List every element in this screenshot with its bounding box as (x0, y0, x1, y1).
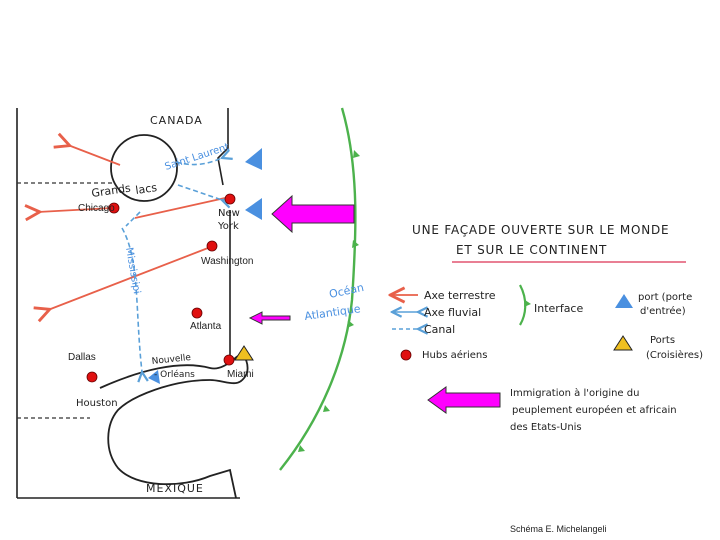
immigration-arrows-map (248, 194, 355, 325)
land-axes (38, 145, 226, 310)
label-ocean-1: Océan (328, 281, 365, 301)
legend-ports-croisieres-1: Ports (650, 335, 675, 346)
title-line-2: ET SUR LE CONTINENT (456, 243, 607, 257)
great-lakes-shape (110, 134, 178, 202)
city-chicago: Chicago (78, 203, 115, 214)
legend-axe-terrestre: Axe terrestre (424, 289, 496, 302)
gulf-coastline (99, 354, 249, 499)
label-canada: CANADA (150, 114, 203, 127)
interface-line (279, 107, 357, 471)
label-new-orleans-2: - Orléans (154, 369, 195, 380)
waterways (121, 158, 222, 372)
credit: Schéma E. Michelangeli (510, 524, 607, 534)
legend-canal: Canal (424, 323, 455, 336)
city-miami: Miami (227, 369, 254, 380)
ports (148, 148, 262, 384)
legend-immigration-2: peuplement européen et africain (512, 404, 677, 416)
legend-port-1: port (porte (638, 292, 692, 303)
label-ocean-2: Atlantique (304, 302, 362, 323)
legend-immigration-1: Immigration à l'origine du (510, 387, 639, 399)
label-mississipi: Mississipi (123, 247, 142, 295)
legend-port-2: d'entrée) (640, 305, 686, 317)
city-dallas: Dallas (68, 352, 96, 363)
hubs (86, 193, 236, 383)
label-houston: Houston (76, 398, 118, 409)
miami-cruise-port (234, 345, 254, 361)
city-washington: Washington (201, 256, 253, 267)
legend-ports-croisieres-2: (Croisières) (646, 349, 703, 361)
label-mexique: MEXIQUE (146, 482, 204, 495)
label-new-york-1: New (218, 208, 240, 219)
label-new-york-2: York (217, 221, 239, 232)
title-line-1: UNE FAÇADE OUVERTE SUR LE MONDE (412, 223, 669, 237)
map-frame (16, 108, 240, 499)
label-new-orleans-1: Nouvelle (151, 353, 192, 367)
legend-interface: Interface (534, 302, 583, 315)
label-lakes-2: lacs (135, 181, 158, 197)
label-lakes-1: Grands (91, 182, 132, 200)
city-atlanta: Atlanta (190, 321, 222, 332)
legend-symbols (392, 284, 633, 414)
legend-hubs: Hubs aériens (422, 349, 487, 361)
legend-axe-fluvial: Axe fluvial (424, 306, 481, 319)
legend-immigration-3: des Etats-Unis (510, 422, 582, 433)
interface-ticks (298, 150, 360, 452)
